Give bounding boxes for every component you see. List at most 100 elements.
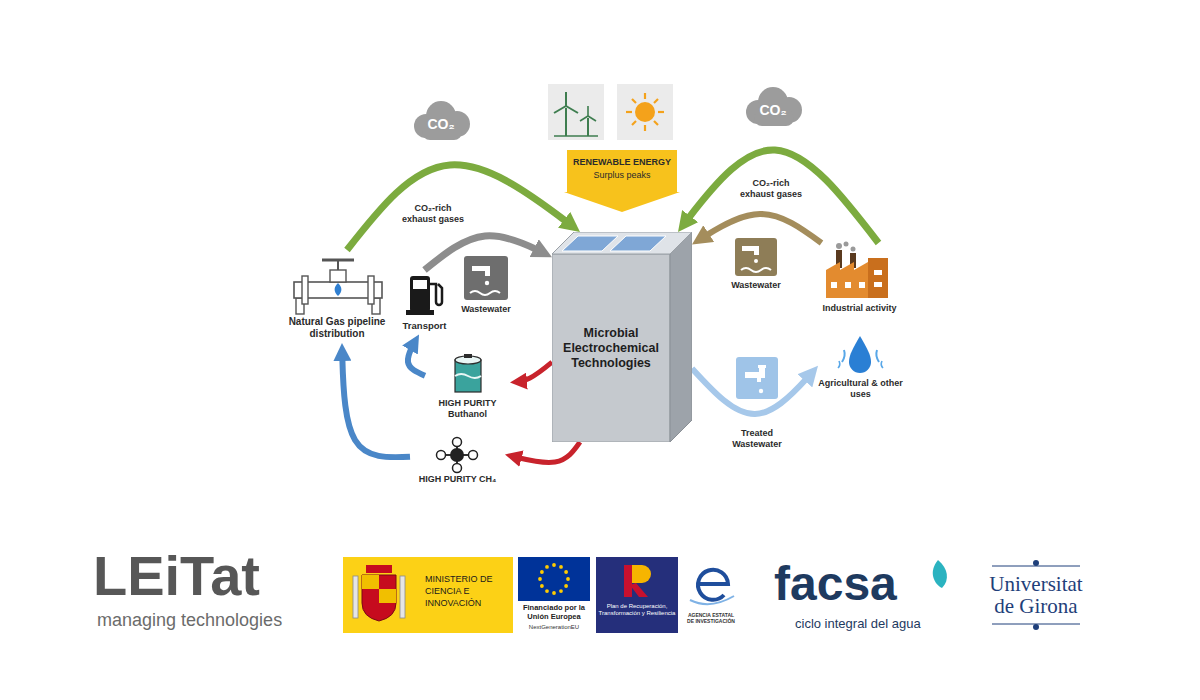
gas-flow-label: CO₂-rich exhaust gases bbox=[735, 178, 807, 200]
wind-turbine-icon bbox=[587, 106, 589, 116]
water-drop-icon bbox=[842, 350, 845, 362]
flow-arrow bbox=[505, 442, 580, 462]
sun-icon bbox=[644, 93, 646, 99]
flow-arrow bbox=[425, 236, 553, 270]
wind-turbine-icon bbox=[548, 84, 604, 140]
sun-icon bbox=[635, 102, 655, 122]
funding-note: Financiado por la Unión Europea bbox=[516, 603, 592, 621]
node-label: Wastewater bbox=[722, 280, 790, 291]
flow-arrow bbox=[347, 165, 580, 250]
butanol-drum-icon bbox=[455, 360, 481, 392]
coat-of-arms bbox=[366, 565, 392, 573]
factory-icon bbox=[868, 258, 888, 298]
node-label: Transport bbox=[397, 320, 452, 331]
eu-flag bbox=[538, 563, 570, 595]
university-ornament bbox=[1033, 624, 1039, 630]
node-label: HIGH PURITY Buthanol bbox=[425, 398, 510, 420]
pipeline-icon bbox=[322, 259, 354, 262]
flow-arrow bbox=[692, 214, 822, 245]
eu-flag bbox=[545, 589, 549, 593]
eu-flag bbox=[545, 565, 549, 569]
eu-flag bbox=[518, 557, 590, 601]
water-tap-icon bbox=[736, 357, 778, 399]
recovery-plan-emblem bbox=[624, 565, 632, 597]
technology-box-shape bbox=[552, 232, 692, 254]
node-label: Agricultural & other uses bbox=[818, 378, 903, 400]
butanol-node: HIGH PURITY Buthanol bbox=[425, 352, 510, 420]
pipeline-icon bbox=[294, 260, 382, 314]
sun-icon bbox=[644, 125, 646, 131]
flow-arrow bbox=[510, 362, 552, 382]
flow-arrow bbox=[342, 343, 410, 457]
recovery-plan-emblem bbox=[596, 557, 678, 633]
methane-molecule-icon bbox=[437, 438, 478, 473]
wastewater-icon bbox=[754, 259, 758, 263]
node-label: RENEWABLE ENERGY bbox=[573, 157, 671, 168]
recovery-plan-emblem bbox=[632, 565, 651, 583]
water-drop-icon bbox=[881, 361, 883, 368]
methane-molecule-icon bbox=[469, 451, 478, 460]
treated-water-node: Treated Wastewater bbox=[718, 356, 796, 450]
water-drop-icon bbox=[838, 336, 883, 373]
methane-molecule-icon bbox=[453, 464, 462, 473]
coat-of-arms bbox=[362, 575, 396, 621]
wind-turbine-icon bbox=[587, 118, 589, 136]
flow-arrow bbox=[692, 366, 818, 414]
sun-icon bbox=[626, 93, 664, 131]
node-label: MINISTERIO DE CIENCIA E INNOVACIÓN bbox=[425, 573, 505, 609]
technology-box-shape bbox=[610, 236, 666, 251]
technology-box: Microbial Electrochemical Technologies bbox=[552, 232, 692, 442]
node-label: CO₂ bbox=[759, 102, 786, 119]
sun-icon bbox=[617, 84, 673, 140]
technology-box-shape bbox=[670, 232, 692, 442]
renewable-energy-arrow: RENEWABLE ENERGYSurplus peaks bbox=[564, 150, 680, 212]
logo-wordmark: LEiTat bbox=[93, 548, 260, 604]
agency-emblem bbox=[690, 596, 734, 604]
factory-icon bbox=[826, 262, 868, 298]
eu-flag bbox=[564, 584, 568, 588]
water-tap-icon bbox=[758, 365, 766, 368]
funding-note: NextGenerationEU bbox=[516, 624, 592, 631]
wastewater-icon bbox=[735, 238, 777, 276]
wastewater-icon bbox=[464, 256, 508, 300]
water-tap-icon bbox=[759, 389, 763, 393]
agency-name: AGENCIA ESTATAL DE INVESTIGACIÓN bbox=[684, 612, 738, 624]
wind-turbine-icon bbox=[566, 106, 578, 113]
eu-flag bbox=[559, 565, 563, 569]
wastewater-icon bbox=[735, 238, 777, 276]
gas-flow-label: CO₂-rich exhaust gases bbox=[397, 203, 469, 225]
agency-emblem bbox=[690, 570, 734, 604]
ministry-logo: MINISTERIO DE CIENCIA E INNOVACIÓN bbox=[343, 557, 513, 633]
butanol-drum-icon bbox=[455, 374, 481, 378]
wind-turbine-icon bbox=[554, 106, 566, 113]
agency-emblem bbox=[698, 570, 728, 600]
wind-turbine-icon bbox=[565, 108, 567, 136]
flow-arrow bbox=[408, 334, 425, 375]
pipeline-icon bbox=[302, 276, 308, 304]
eu-flag bbox=[566, 577, 570, 581]
butanol-drum-icon bbox=[464, 354, 472, 358]
sun-icon bbox=[632, 99, 636, 103]
node-label: Wastewater bbox=[455, 304, 517, 315]
ministry-logo-ground bbox=[343, 557, 513, 633]
eu-flag bbox=[538, 577, 542, 581]
node-label: Plan de Recuperación, Transformación y R… bbox=[596, 603, 678, 617]
water-drop-icon bbox=[876, 350, 879, 362]
wind-turbine-icon bbox=[548, 84, 604, 140]
recovery-plan-emblem bbox=[630, 583, 648, 597]
facsa-leaf bbox=[933, 560, 947, 588]
eu-flag bbox=[559, 589, 563, 593]
sun-icon bbox=[632, 121, 636, 125]
logo-tagline: ciclo integral del agua bbox=[795, 617, 921, 631]
recovery-plan-emblem bbox=[596, 557, 678, 633]
factory-icon bbox=[831, 282, 837, 288]
wastewater-node: Wastewater bbox=[455, 256, 517, 315]
node-label: Microbial Electrochemical Technologies bbox=[557, 326, 665, 371]
pipeline-icon bbox=[330, 270, 346, 282]
sun-icon bbox=[617, 84, 673, 140]
methane-molecule-icon bbox=[450, 448, 464, 462]
water-drop-icon bbox=[849, 336, 871, 373]
university-ornament bbox=[1033, 560, 1039, 566]
fuel-pump-icon bbox=[413, 280, 427, 289]
